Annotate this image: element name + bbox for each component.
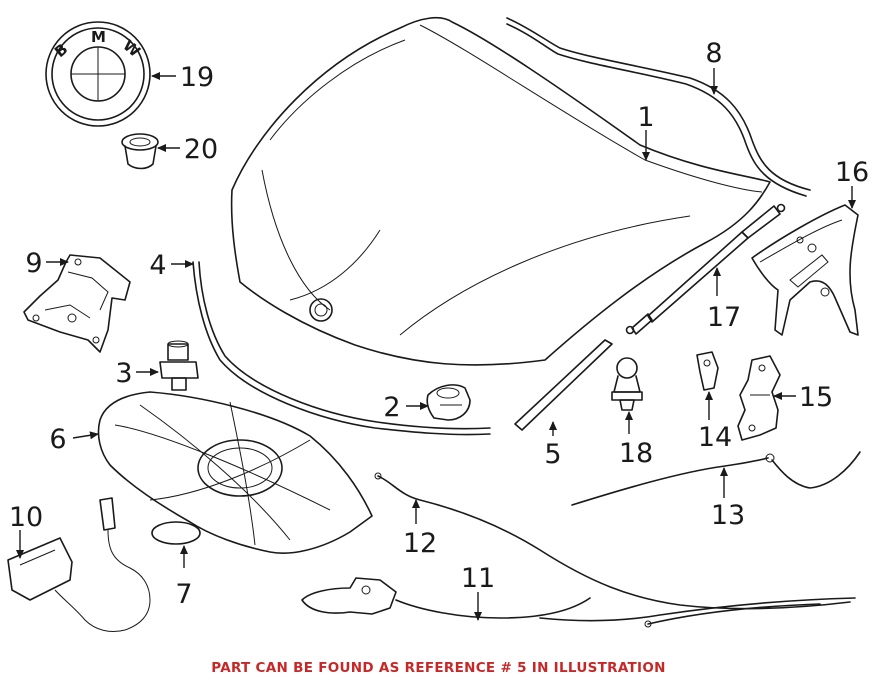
callout-11: 11 [461,563,495,594]
callout-18: 18 [619,438,653,469]
callout-2: 2 [383,392,400,423]
callout-12: 12 [403,528,437,559]
adjustable-stop [611,357,643,411]
hood-seal-strip [506,17,811,197]
release-cable-rear [571,451,861,506]
mounting-bracket [23,254,131,353]
callout-16: 16 [835,157,869,188]
hood-seal [514,339,613,431]
emblem-letter-b: B [51,40,71,61]
hood-gas-strut [625,203,786,335]
callout-20: 20 [184,134,218,165]
reference-note: PART CAN BE FOUND AS REFERENCE # 5 IN IL… [211,660,666,676]
small-bracket [696,351,719,391]
cap [151,521,201,545]
hood-sensor [7,497,151,633]
callout-5: 5 [544,439,561,470]
hood-panel [230,16,771,366]
rear-seal-strip [192,261,491,436]
rubber-buffer [159,340,199,391]
callout-6: 6 [49,424,66,455]
hood-hinge [751,204,859,336]
leader-6 [72,431,99,440]
callout-3: 3 [115,358,132,389]
emblem-grommet [121,133,159,170]
callout-8: 8 [705,38,722,69]
callout-14: 14 [698,422,732,453]
leader-lines [16,68,856,621]
emblem-letter-m: M [91,28,106,46]
hood-latch [301,577,856,628]
callout-7: 7 [175,579,192,610]
insulation-pad [97,391,373,554]
callout-9: 9 [25,248,42,279]
emblem: B M W [45,21,151,127]
callout-10: 10 [9,502,43,533]
retaining-clip [426,384,471,421]
callout-1: 1 [637,102,654,133]
callout-labels: 1 2 3 4 5 6 7 8 9 10 11 12 13 14 15 16 1… [9,38,869,610]
callout-17: 17 [707,302,741,333]
callout-19: 19 [180,62,214,93]
callout-4: 4 [149,250,166,281]
callout-13: 13 [711,500,745,531]
callout-15: 15 [799,382,833,413]
hood-stop-bracket [737,355,781,441]
